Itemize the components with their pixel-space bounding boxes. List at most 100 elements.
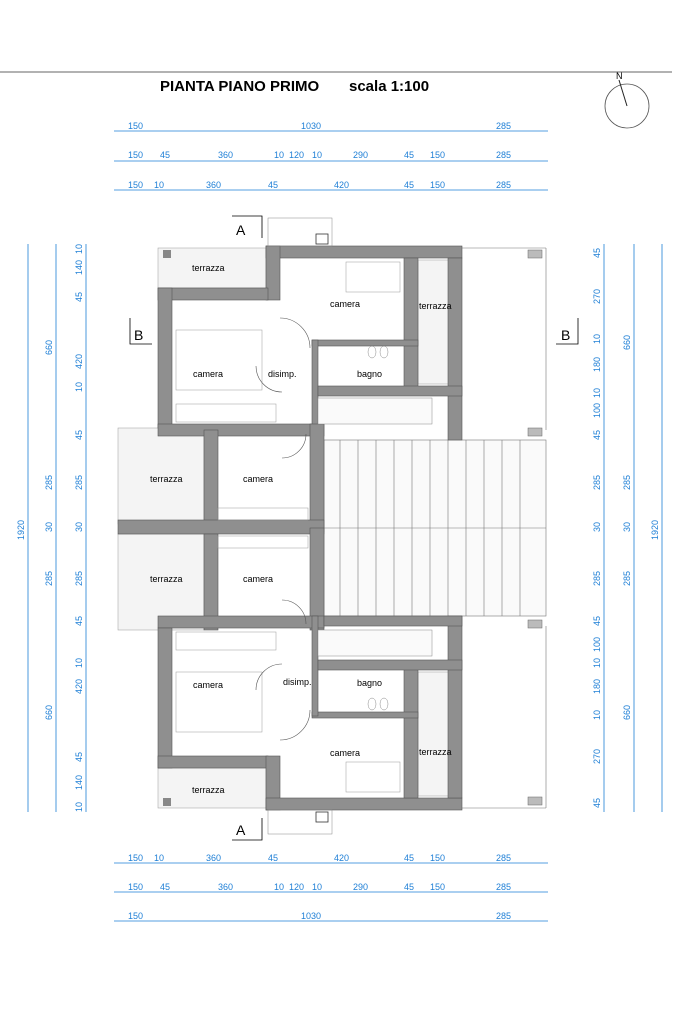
dim-bottom-8: 285: [496, 853, 511, 863]
dim-left-in-8: 30: [74, 522, 84, 532]
dim-bottom-17: 150: [430, 882, 445, 892]
dim-right-in-2: 270: [592, 289, 602, 304]
dim-bottom-20: 1030: [301, 911, 321, 921]
room-label: terrazza: [192, 785, 225, 795]
dim-top-13: 285: [496, 150, 511, 160]
plan-scale: scala 1:100: [349, 78, 429, 95]
dim-left-in-2: 140: [74, 260, 84, 275]
room-label: camera: [243, 574, 273, 584]
dim-left-mid-1: 660: [44, 340, 54, 355]
section-b-left: B: [134, 327, 143, 343]
dim-left-in-4: 420: [74, 354, 84, 369]
dim-left-in-10: 45: [74, 616, 84, 626]
dim-bottom-16: 45: [404, 882, 414, 892]
dim-top-3: 285: [496, 121, 511, 131]
dim-right-mid-5: 660: [622, 705, 632, 720]
dim-top-21: 285: [496, 180, 511, 190]
dim-left-in-9: 285: [74, 571, 84, 586]
dim-right-in-11: 45: [592, 616, 602, 626]
dim-right-in-12: 100: [592, 637, 602, 652]
dim-top-15: 10: [154, 180, 164, 190]
north-label: N: [616, 71, 623, 81]
room-label: camera: [330, 748, 360, 758]
dim-right-in-3: 10: [592, 334, 602, 344]
dim-left-in-6: 45: [74, 430, 84, 440]
dim-right-mid-3: 30: [622, 522, 632, 532]
room-label: camera: [243, 474, 273, 484]
dim-left-mid-4: 285: [44, 571, 54, 586]
dim-bottom-15: 290: [353, 882, 368, 892]
dim-top-1: 150: [128, 121, 143, 131]
dim-right-in-14: 180: [592, 679, 602, 694]
dim-top-14: 150: [128, 180, 143, 190]
room-label: terrazza: [192, 263, 225, 273]
room-label: terrazza: [150, 474, 183, 484]
dim-top-5: 45: [160, 150, 170, 160]
dim-bottom-2: 10: [154, 853, 164, 863]
section-a-bottom: A: [236, 822, 246, 838]
dim-right-in-17: 45: [592, 798, 602, 808]
dim-top-10: 290: [353, 150, 368, 160]
dim-right-in-10: 285: [592, 571, 602, 586]
dim-right-in-5: 10: [592, 388, 602, 398]
dim-top-9: 10: [312, 150, 322, 160]
top-dimension-lines: [114, 130, 548, 191]
dim-bottom-3: 360: [206, 853, 221, 863]
dim-top-11: 45: [404, 150, 414, 160]
dim-top-4: 150: [128, 150, 143, 160]
dim-left-in-3: 45: [74, 292, 84, 302]
dim-right-in-9: 30: [592, 522, 602, 532]
dim-top-12: 150: [430, 150, 445, 160]
dim-top-19: 45: [404, 180, 414, 190]
dim-bottom-6: 45: [404, 853, 414, 863]
room-label: disimp.: [268, 369, 297, 379]
dim-bottom-21: 285: [496, 911, 511, 921]
dim-bottom-7: 150: [430, 853, 445, 863]
interior-details: [163, 217, 433, 835]
dim-top-7: 10: [274, 150, 284, 160]
room-label: camera: [330, 299, 360, 309]
dim-right-mid-2: 285: [622, 475, 632, 490]
plan-title: PIANTA PIANO PRIMO: [160, 78, 320, 95]
section-b-right: B: [561, 327, 570, 343]
dim-right-outer: 1920: [650, 520, 660, 540]
dim-bottom-12: 10: [274, 882, 284, 892]
dim-bottom-14: 10: [312, 882, 322, 892]
room-label: camera: [193, 369, 223, 379]
dim-left-in-11: 10: [74, 658, 84, 668]
dim-left-in-12: 420: [74, 679, 84, 694]
dim-left-outer: 1920: [16, 520, 26, 540]
dim-right-mid-1: 660: [622, 335, 632, 350]
building: [117, 217, 547, 835]
dim-right-mid-4: 285: [622, 571, 632, 586]
room-label: bagno: [357, 678, 382, 688]
dim-bottom-11: 360: [218, 882, 233, 892]
room-label: terrazza: [419, 747, 452, 757]
dim-top-8: 120: [289, 150, 304, 160]
room-label: terrazza: [419, 301, 452, 311]
dim-left-in-5: 10: [74, 382, 84, 392]
north-arrow-icon: [604, 79, 650, 129]
walls-upper: [117, 245, 463, 535]
dim-top-17: 45: [268, 180, 278, 190]
dim-top-6: 360: [218, 150, 233, 160]
dim-right-in-4: 180: [592, 357, 602, 372]
dim-right-in-15: 10: [592, 710, 602, 720]
dim-top-18: 420: [334, 180, 349, 190]
dim-left-in-1: 10: [74, 244, 84, 254]
dim-right-in-7: 45: [592, 430, 602, 440]
room-label: camera: [193, 680, 223, 690]
dim-right-in-1: 45: [592, 248, 602, 258]
dim-left-in-15: 10: [74, 802, 84, 812]
dim-left-mid-5: 660: [44, 705, 54, 720]
dim-bottom-19: 150: [128, 911, 143, 921]
dim-bottom-1: 150: [128, 853, 143, 863]
walls-lower: [157, 527, 463, 811]
dim-top-16: 360: [206, 180, 221, 190]
dim-right-in-6: 100: [592, 403, 602, 418]
dim-bottom-9: 150: [128, 882, 143, 892]
room-label: disimp.: [283, 677, 312, 687]
dim-bottom-13: 120: [289, 882, 304, 892]
side-dimension-lines: [27, 244, 663, 812]
